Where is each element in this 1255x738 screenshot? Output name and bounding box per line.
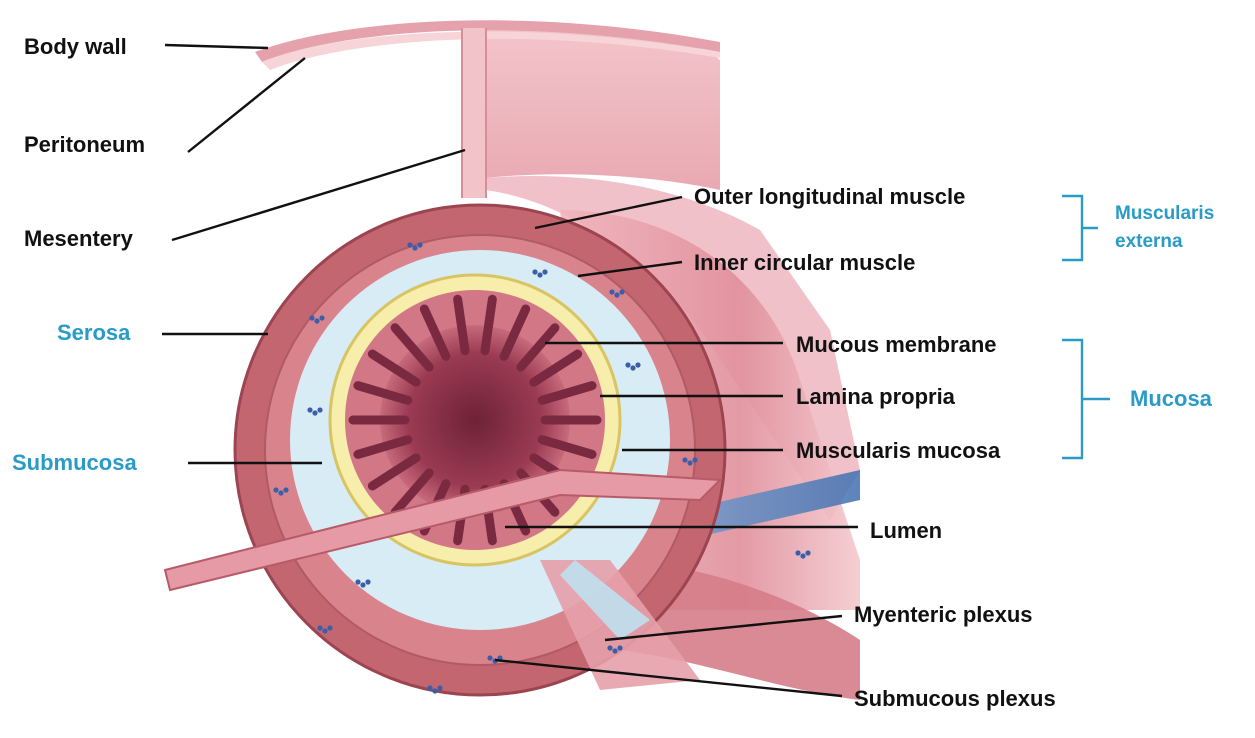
plexus-dot — [617, 645, 622, 650]
plexus-dot — [682, 457, 687, 462]
leader-body-wall — [165, 45, 268, 48]
label-submucosa: Submucosa — [12, 452, 137, 474]
plexus-dot — [319, 315, 324, 320]
plexus-dot — [437, 685, 442, 690]
plexus-dot — [307, 407, 312, 412]
plexus-dot — [635, 362, 640, 367]
plexus-dot — [795, 550, 800, 555]
plexus-dot — [327, 625, 332, 630]
plexus-dot — [355, 579, 360, 584]
label-mucosa: Mucosa — [1130, 388, 1212, 410]
plexus-dot — [532, 269, 537, 274]
plexus-dot — [322, 628, 327, 633]
label-body-wall: Body wall — [24, 36, 127, 58]
plexus-dot — [278, 490, 283, 495]
plexus-dot — [805, 550, 810, 555]
plexus-dot — [417, 242, 422, 247]
label-inner-circular-muscle: Inner circular muscle — [694, 252, 915, 274]
plexus-dot — [630, 365, 635, 370]
plexus-dot — [312, 410, 317, 415]
plexus-dot — [692, 457, 697, 462]
plexus-dot — [309, 315, 314, 320]
plexus-dot — [317, 407, 322, 412]
label-muscularis-externa-line1: Muscularis — [1115, 204, 1214, 223]
label-submucous-plexus: Submucous plexus — [854, 688, 1056, 710]
bracket-mucosa — [1062, 340, 1110, 458]
plexus-dot — [487, 655, 492, 660]
label-muscularis-externa-line2: externa — [1115, 232, 1183, 251]
plexus-dot — [314, 318, 319, 323]
plexus-dot — [542, 269, 547, 274]
leader-peritoneum — [188, 58, 305, 152]
plexus-dot — [612, 648, 617, 653]
label-lumen: Lumen — [870, 520, 942, 542]
label-myenteric-plexus: Myenteric plexus — [854, 604, 1033, 626]
plexus-dot — [537, 272, 542, 277]
plexus-dot — [625, 362, 630, 367]
plexus-dot — [609, 289, 614, 294]
label-peritoneum: Peritoneum — [24, 134, 145, 156]
plexus-dot — [412, 245, 417, 250]
plexus-dot — [432, 688, 437, 693]
plexus-dot — [365, 579, 370, 584]
bracket-muscularis-externa — [1062, 196, 1098, 260]
plexus-dot — [427, 685, 432, 690]
mesentery — [462, 28, 486, 198]
plexus-dot — [360, 582, 365, 587]
plexus-dot — [619, 289, 624, 294]
label-muscularis-mucosa: Muscularis mucosa — [796, 440, 1000, 462]
plexus-dot — [687, 460, 692, 465]
label-serosa: Serosa — [57, 322, 130, 344]
label-outer-longitudinal-muscle: Outer longitudinal muscle — [694, 186, 965, 208]
label-mesentery: Mesentery — [24, 228, 133, 250]
brackets — [1062, 196, 1110, 458]
plexus-dot — [317, 625, 322, 630]
plexus-dot — [407, 242, 412, 247]
plexus-dot — [283, 487, 288, 492]
plexus-dot — [273, 487, 278, 492]
plexus-dot — [800, 553, 805, 558]
label-mucous-membrane: Mucous membrane — [796, 334, 997, 356]
plexus-dot — [614, 292, 619, 297]
plexus-dot — [607, 645, 612, 650]
label-lamina-propria: Lamina propria — [796, 386, 955, 408]
